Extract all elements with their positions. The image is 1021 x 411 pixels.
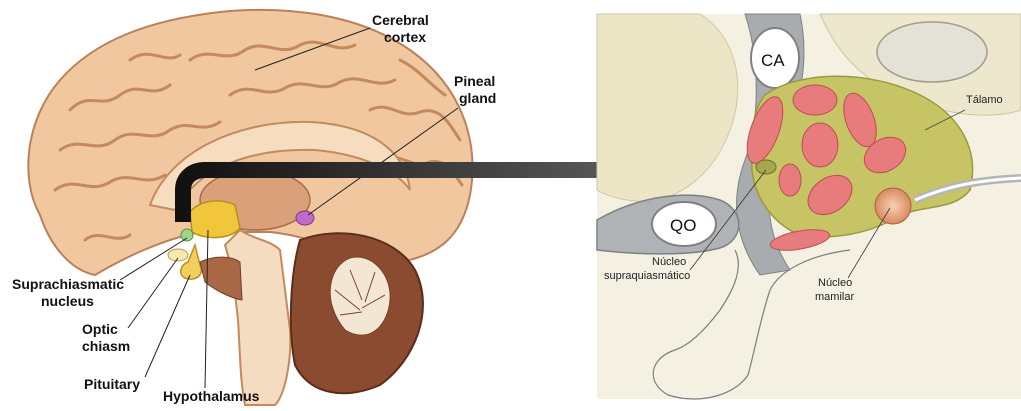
label-pineal-gland-2: gland xyxy=(459,90,496,106)
label-nucleo-mamilar-1: Núcleo xyxy=(818,277,852,289)
label-suprachiasmatic-2: nucleus xyxy=(41,293,94,309)
leader-hypothalamus xyxy=(205,230,208,388)
suprachiasmatic-nucleus xyxy=(181,229,193,241)
leader-optic-chiasm xyxy=(128,258,178,328)
brainstem xyxy=(225,230,290,405)
label-suprachiasmatic-1: Suprachiasmatic xyxy=(12,276,124,292)
label-nucleo-supraquiasmatico-1: Núcleo xyxy=(652,256,686,268)
label-nucleo-supraquiasmatico-2: supraquiasmático xyxy=(604,270,690,282)
nucleus xyxy=(802,123,838,167)
label-cerebral-cortex-1: Cerebral xyxy=(372,12,429,28)
nucleus xyxy=(779,164,801,196)
label-ca: CA xyxy=(761,51,785,70)
suprachiasmatic-nucleus-closeup xyxy=(756,160,776,174)
label-nucleo-mamilar-2: mamilar xyxy=(815,291,854,303)
label-optic-chiasm-2: chiasm xyxy=(82,338,130,354)
hypothalamus-closeup: CA QO Tálamo Núcleo supr xyxy=(597,14,1021,399)
label-pituitary: Pituitary xyxy=(84,376,140,392)
mammillary-nucleus xyxy=(875,188,911,224)
hypothalamus xyxy=(190,201,240,238)
leader-pituitary xyxy=(145,275,190,377)
label-hypothalamus: Hypothalamus xyxy=(163,388,260,404)
label-talamo: Tálamo xyxy=(966,94,1003,106)
label-pineal-gland-1: Pineal xyxy=(454,73,495,89)
top-oval xyxy=(877,22,987,82)
optic-chiasm xyxy=(168,249,188,261)
label-optic-chiasm-1: Optic xyxy=(82,321,118,337)
nucleus xyxy=(793,85,837,115)
label-cerebral-cortex-2: cortex xyxy=(384,29,426,45)
label-qo: QO xyxy=(670,216,696,235)
